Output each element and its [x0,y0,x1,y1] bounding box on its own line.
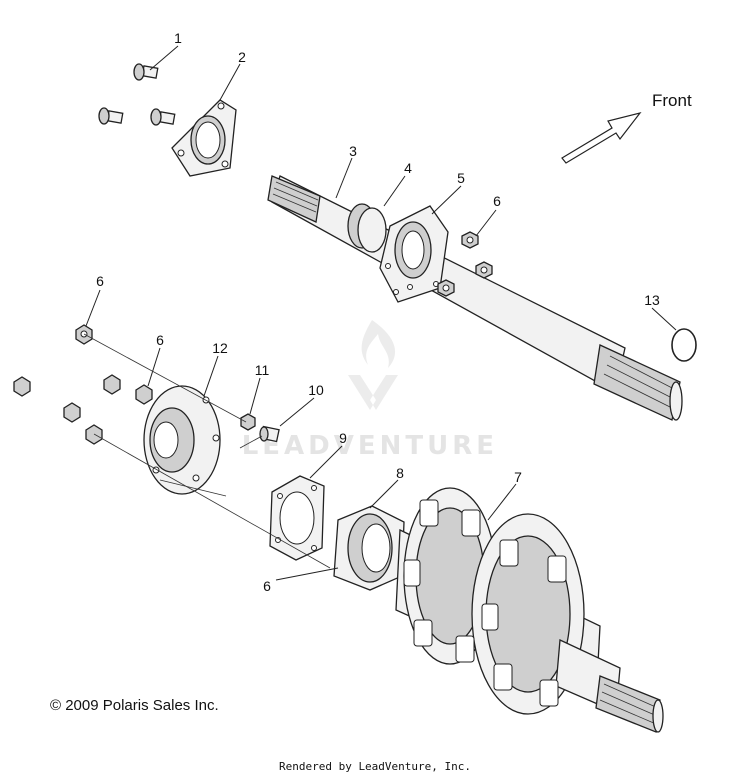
hub-12 [143,385,221,495]
drive-shaft-3 [267,175,683,421]
front-arrow-icon [561,111,642,164]
callout-6: 6 [156,332,164,348]
copyright-text: © 2009 Polaris Sales Inc. [50,697,219,714]
bearing-flange-8 [333,505,405,591]
bolt-1a [133,63,159,81]
nut-6d [75,324,93,345]
callout-6: 6 [96,273,104,289]
nut-6a [461,231,479,249]
o-ring-13 [671,328,697,362]
callout-10: 10 [308,382,324,398]
nut-6i [85,424,103,445]
callout-13: 13 [644,292,660,308]
nut-6c [437,279,455,297]
callout-12: 12 [212,340,228,356]
watermark-text: LEADVENTURE [242,431,498,461]
callout-3: 3 [349,143,357,159]
callout-6: 6 [263,578,271,594]
callout-8: 8 [396,465,404,481]
bearing-4 [347,203,387,253]
callout-4: 4 [404,160,412,176]
bearing-housing-5 [379,205,449,303]
washer-11 [240,413,256,431]
nut-6h [63,402,81,423]
gasket-9 [269,475,325,561]
callout-6: 6 [493,193,501,209]
bolt-1b [98,107,124,125]
pin-10 [259,425,280,443]
callout-2: 2 [238,49,246,65]
rendered-by-text: Rendered by LeadVenture, Inc. [279,760,471,773]
nut-6e [13,376,31,397]
callout-11: 11 [255,362,270,378]
nut-6f [103,374,121,395]
watermark-logo [348,320,398,410]
nut-6b [475,261,493,279]
callout-5: 5 [457,170,465,186]
callout-7: 7 [514,469,522,485]
front-label: Front [652,91,692,110]
nut-6g [135,384,153,405]
callout-9: 9 [339,430,347,446]
drive-sprocket-assembly-7 [395,487,664,733]
callout-1: 1 [174,30,182,46]
leader-lines [83,45,677,581]
flange-plate-2 [171,99,237,177]
bolt-1c [150,108,176,126]
